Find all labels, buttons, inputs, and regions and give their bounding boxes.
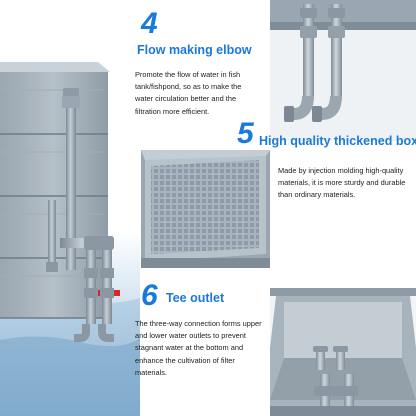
section-5-number: 5 [237, 117, 254, 150]
section-6-line: and lower water outlets to prevent [135, 331, 246, 341]
section-5-description: Made by injection molding high-quality m… [278, 165, 416, 202]
section-6-description: The three-way connection forms upper and… [135, 318, 267, 379]
section-4-line: tank/fishpond, so as to make the [135, 82, 242, 92]
section-4-line: water circulation better and the [135, 94, 237, 104]
section-6-line: materials. [135, 367, 168, 377]
section-6-number: 6 [141, 279, 158, 312]
elbow-detail-image [270, 0, 416, 141]
product-image [0, 0, 140, 416]
section-6-line: The three-way connection forms upper [135, 319, 262, 328]
section-5-line: Made by injection molding high-quality [278, 166, 404, 175]
section-6-title: Tee outlet [166, 291, 225, 305]
section-5-title: High quality thickened box [259, 134, 416, 148]
section-4-line: filtration more efficient. [135, 106, 210, 116]
section-4-line: Promote the flow of water in fish [135, 70, 241, 79]
section-6-line: stagnant water at the bottom and [135, 343, 244, 353]
section-4-number: 4 [141, 7, 158, 40]
tee-detail-image [270, 288, 416, 416]
section-5-line: than ordinary materials. [278, 190, 356, 200]
section-5-line: materials, it is more sturdy and durable [278, 178, 406, 188]
section-4-description: Promote the flow of water in fish tank/f… [135, 69, 267, 118]
box-detail-image [141, 150, 270, 268]
section-4-title: Flow making elbow [137, 43, 252, 57]
section-6-line: enhance the cultivation of filter [135, 355, 235, 365]
